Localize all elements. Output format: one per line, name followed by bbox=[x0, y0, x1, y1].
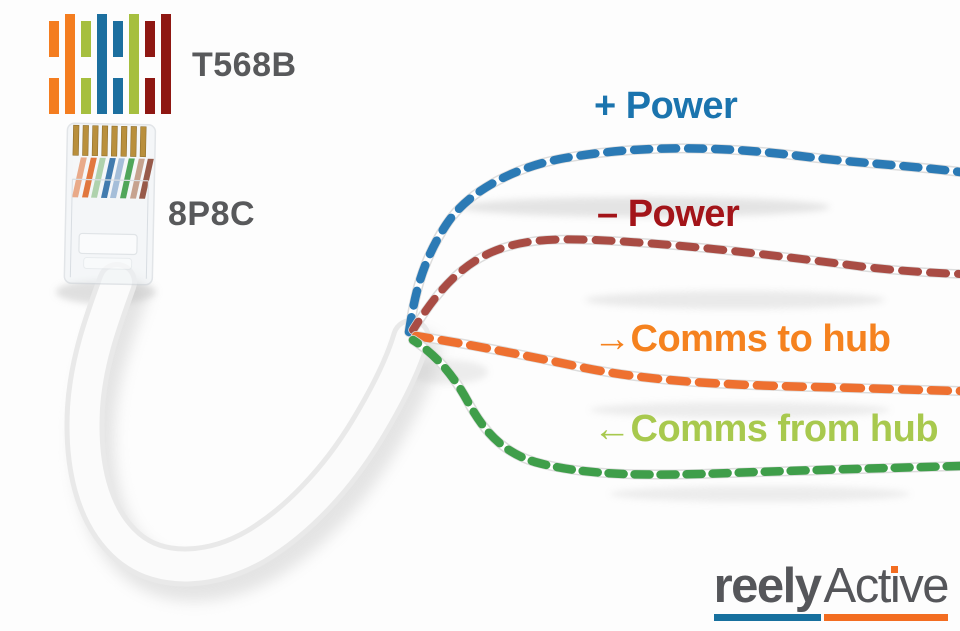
green-pair-wire bbox=[408, 335, 960, 480]
icon-bar-5-white-blue bbox=[113, 21, 123, 114]
connector-wire-stripes bbox=[72, 157, 154, 199]
icon-bar-1-white-orange bbox=[49, 21, 59, 114]
label-comms-to-hub: →Comms to hub bbox=[593, 318, 891, 360]
ethernet-cable-jacket bbox=[64, 262, 431, 587]
logo-active-act: Act bbox=[823, 559, 892, 613]
t568b-standard-label: T568B bbox=[192, 46, 297, 84]
icon-bar-7-white-brown bbox=[145, 21, 155, 114]
label-comms-from-hub: ←Comms from hub bbox=[593, 408, 939, 450]
connector-type-label: 8P8C bbox=[168, 195, 256, 233]
brown-pair-wire bbox=[408, 234, 960, 335]
icon-bar-8-brown bbox=[161, 14, 171, 114]
label-power-minus: – Power bbox=[597, 193, 740, 235]
orange-pair-wire bbox=[411, 331, 960, 396]
logo-word-reely: reely bbox=[713, 562, 822, 621]
t568b-color-code-icon bbox=[49, 14, 171, 114]
connector-gold-pins bbox=[72, 124, 147, 158]
icon-bar-3-white-green bbox=[81, 21, 91, 114]
label-power-plus: + Power bbox=[594, 85, 738, 127]
blue-pair-wire bbox=[404, 143, 960, 337]
icon-bar-2-orange bbox=[65, 14, 75, 114]
logo-orange-dot-icon bbox=[890, 566, 898, 573]
logo-active-ve: ve bbox=[899, 559, 949, 613]
icon-bar-4-blue bbox=[97, 14, 107, 114]
logo-active-i: i bbox=[889, 559, 901, 613]
logo-i-letter: i bbox=[889, 559, 901, 613]
icon-bar-6-green bbox=[129, 14, 139, 114]
rj45-connector bbox=[63, 122, 157, 286]
